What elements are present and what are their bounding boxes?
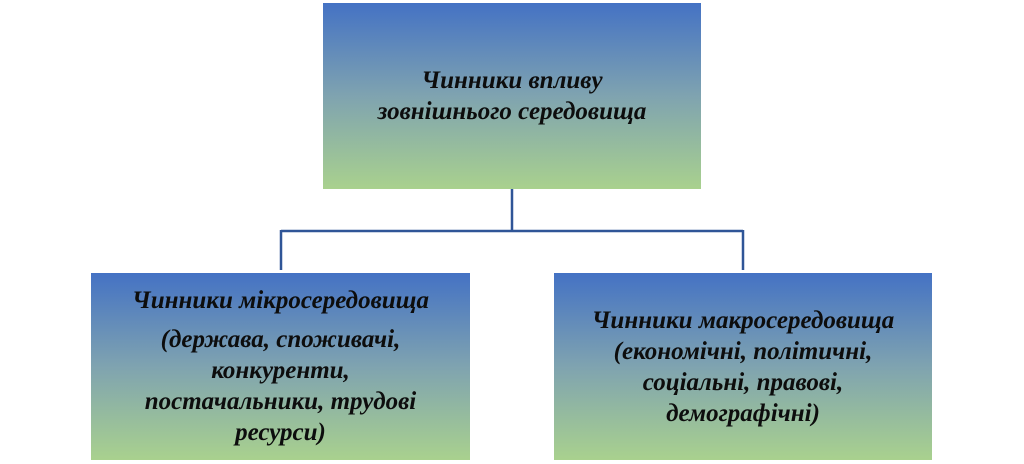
macro-line-3: соціальні, правові,	[642, 368, 844, 396]
micro-line-2: конкуренти,	[211, 357, 350, 384]
macro-line-4: демографічні)	[666, 399, 820, 427]
root-line-2: зовнішнього середовища	[377, 98, 647, 125]
micro-line-4: ресурси)	[235, 419, 326, 446]
micro-line-3: постачальники, трудові	[144, 388, 417, 415]
root-line-1: Чинники впливу	[421, 67, 603, 94]
micro-node: Чинники мікросередовища (держава, спожив…	[91, 273, 470, 460]
micro-title: Чинники мікросередовища	[132, 287, 429, 314]
root-node: Чинники впливу зовнішнього середовища	[323, 3, 701, 189]
macro-line-1: Чинники макросередовища	[591, 306, 895, 334]
micro-line-1: (держава, споживачі,	[160, 326, 401, 353]
macro-node: Чинники макросередовища (економічні, пол…	[554, 273, 932, 460]
macro-line-2: (економічні, політичні,	[613, 337, 873, 365]
